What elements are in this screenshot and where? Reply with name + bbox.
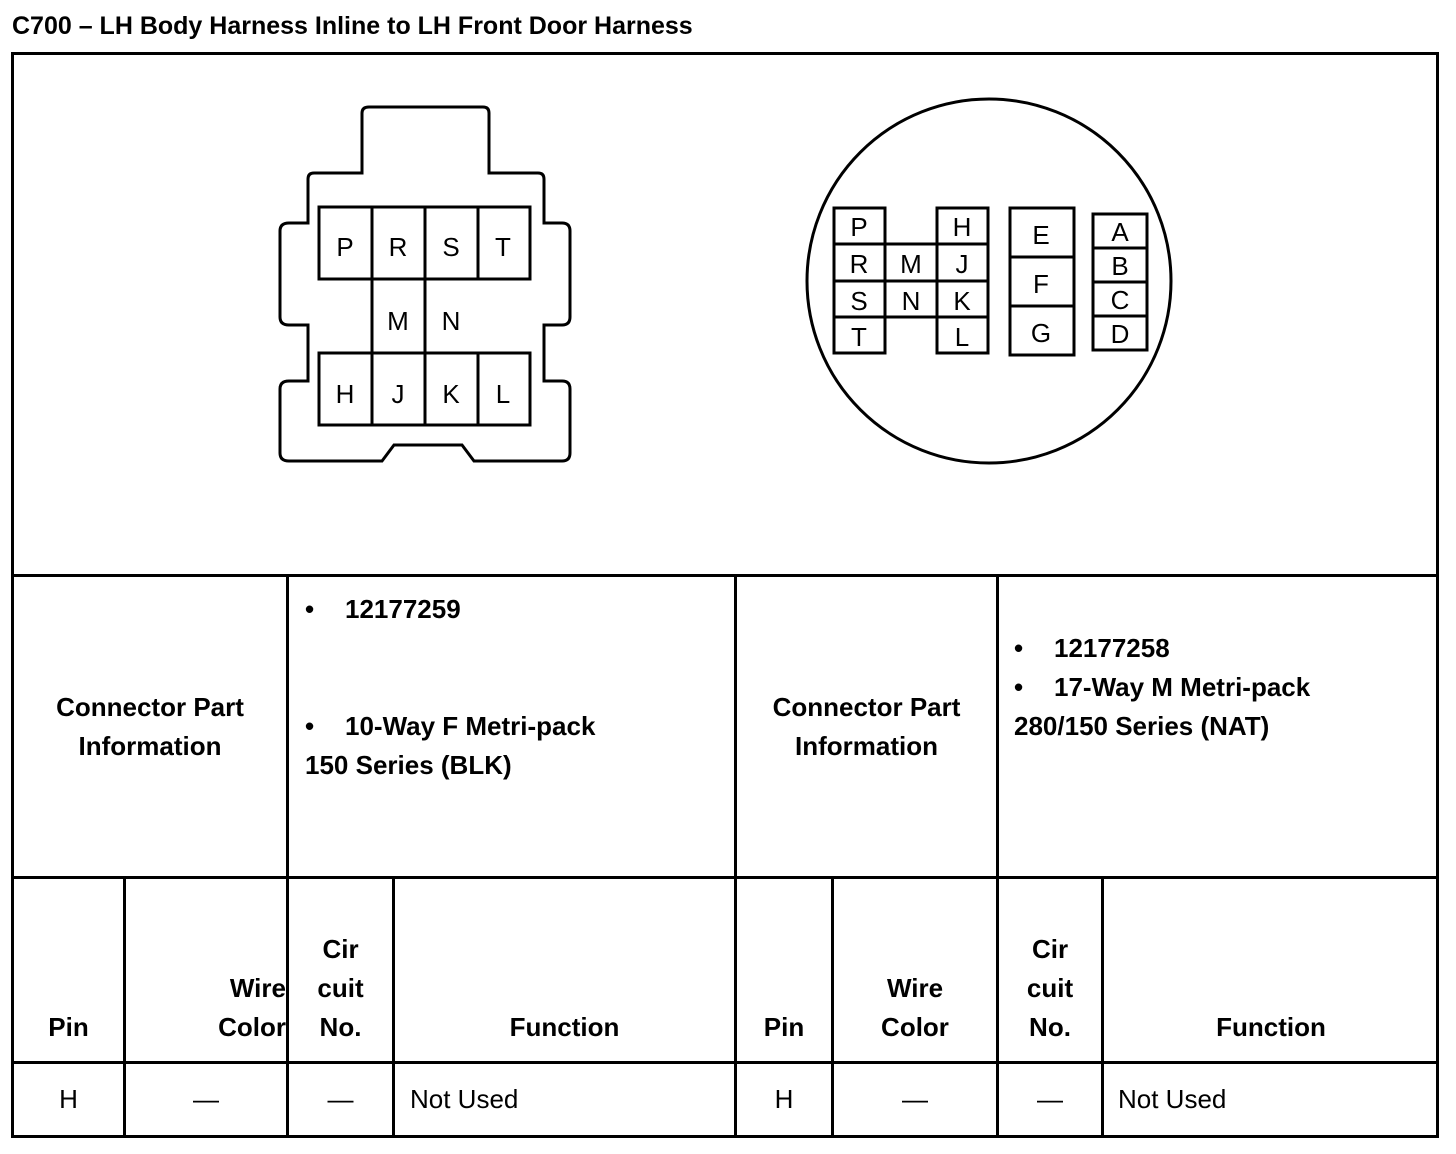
row-right-circuit: — bbox=[1037, 1084, 1063, 1114]
right-pin-G: G bbox=[1031, 318, 1051, 348]
row-left-wire-color: — bbox=[193, 1084, 219, 1114]
left-connector-housing bbox=[278, 105, 572, 463]
right-part-desc-1: 17-Way M Metri-pack bbox=[1054, 672, 1311, 702]
left-pin-N: N bbox=[442, 306, 461, 336]
right-part-info: •12177258 •17-Way M Metri-pack 280/150 S… bbox=[1014, 629, 1434, 746]
left-pin-T: T bbox=[495, 232, 511, 262]
right-pin-T: T bbox=[851, 322, 867, 352]
left-part-desc-2: 150 Series (BLK) bbox=[305, 750, 512, 780]
header-pin-left: Pin bbox=[48, 1012, 89, 1042]
divider-info bbox=[14, 876, 1438, 879]
right-pin-R: R bbox=[850, 249, 869, 279]
row-left-circuit: — bbox=[327, 1084, 354, 1114]
right-pin-L: L bbox=[955, 322, 969, 352]
left-pin-K: K bbox=[442, 379, 460, 409]
right-info-label: Connector Part Information bbox=[772, 691, 961, 761]
right-pin-C: C bbox=[1111, 285, 1130, 315]
row-right-function: Not Used bbox=[1118, 1084, 1227, 1114]
left-pin-H: H bbox=[336, 379, 355, 409]
right-part-desc-2: 280/150 Series (NAT) bbox=[1014, 711, 1270, 741]
right-pin-A: A bbox=[1111, 217, 1129, 247]
divider-header bbox=[14, 1061, 1438, 1064]
left-part-info: •12177259 •10-Way F Metri-pack 150 Serie… bbox=[305, 590, 725, 785]
right-part-number: 12177258 bbox=[1054, 633, 1170, 663]
left-pin-S: S bbox=[442, 232, 459, 262]
left-pin-J: J bbox=[392, 379, 405, 409]
right-pin-M: M bbox=[900, 249, 922, 279]
connector-frame: P R S T M N H J K L P R S T M N H J K L … bbox=[11, 52, 1439, 1138]
connector-diagram: P R S T M N H J K L P R S T M N H J K L … bbox=[278, 97, 1173, 465]
row-left-pin: H bbox=[59, 1084, 78, 1114]
header-function-right: Function bbox=[1216, 1012, 1326, 1042]
right-pin-K: K bbox=[953, 286, 971, 316]
right-pin-J: J bbox=[956, 249, 969, 279]
header-function-left: Function bbox=[509, 1012, 620, 1042]
right-pin-D: D bbox=[1111, 319, 1130, 349]
header-pin-right: Pin bbox=[763, 1012, 805, 1042]
left-pin-P: P bbox=[336, 232, 353, 262]
left-info-label: Connector Part Information bbox=[56, 691, 244, 761]
right-pin-S: S bbox=[850, 286, 867, 316]
right-connector-face bbox=[805, 97, 1173, 465]
right-pin-N: N bbox=[902, 286, 921, 316]
divider-diagram bbox=[14, 574, 1438, 577]
right-pin-B: B bbox=[1111, 251, 1128, 281]
right-pin-P: P bbox=[850, 212, 867, 242]
left-part-desc-1: 10-Way F Metri-pack bbox=[345, 711, 596, 741]
left-pin-L: L bbox=[496, 379, 510, 409]
right-pin-E: E bbox=[1032, 220, 1049, 250]
left-pin-M: M bbox=[387, 306, 409, 336]
row-left-function: Not Used bbox=[410, 1084, 519, 1114]
page-title: C700 – LH Body Harness Inline to LH Fron… bbox=[12, 12, 693, 40]
right-pin-F: F bbox=[1033, 269, 1049, 299]
left-pin-R: R bbox=[389, 232, 408, 262]
row-right-pin: H bbox=[774, 1084, 794, 1114]
row-right-wire-color: — bbox=[902, 1084, 928, 1114]
left-part-number: 12177259 bbox=[345, 594, 461, 624]
right-pin-H: H bbox=[953, 212, 972, 242]
